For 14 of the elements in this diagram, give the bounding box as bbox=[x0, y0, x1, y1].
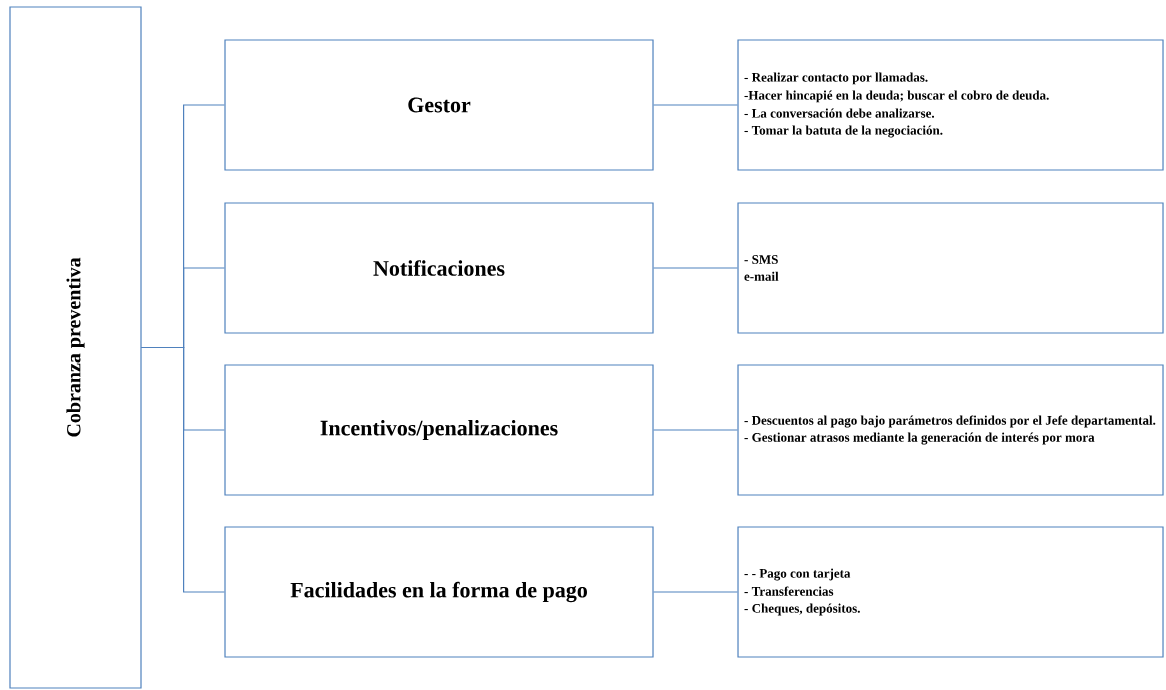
list-box: - - Pago con tarjeta - Transferencias - Cheques, depósitos. bbox=[737, 526, 1164, 658]
connector bbox=[653, 267, 738, 269]
connector bbox=[653, 429, 738, 431]
list-box: - SMS e-mail bbox=[737, 202, 1164, 334]
category-box: Facilidades en la forma de pago bbox=[224, 526, 654, 658]
category-box: Gestor bbox=[224, 39, 654, 171]
connector bbox=[653, 591, 738, 593]
category-box: Incentivos/penalizaciones bbox=[224, 364, 654, 496]
connector bbox=[141, 346, 225, 593]
list-box: - Realizar contacto por llamadas. -Hacer hincapié en la deuda; buscar el cobro de deuda. - La conversación debe analizarse. - Tomar la batuta de la negociación. bbox=[737, 39, 1164, 171]
category-box: Notificaciones bbox=[224, 202, 654, 334]
list-box: - Descuentos al pago bajo parámetros definidos por el Jefe departamental. - Gestionar atrasos mediante la generación de interés por mora bbox=[737, 364, 1164, 496]
root-box: Cobranza preventiva bbox=[9, 6, 142, 689]
connector bbox=[653, 104, 738, 106]
